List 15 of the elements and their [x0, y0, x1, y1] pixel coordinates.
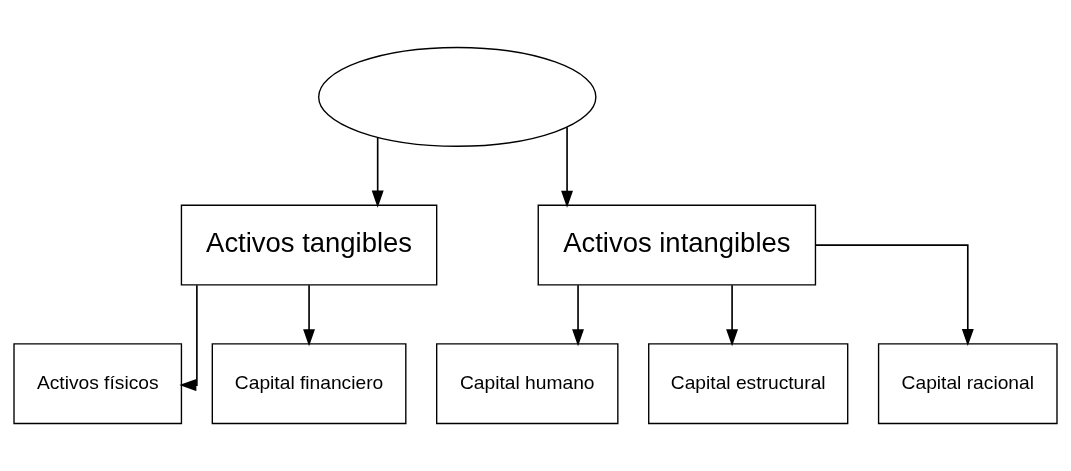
node-ellipse: [318, 46, 597, 147]
arrow: [814, 244, 974, 347]
arrow: [561, 126, 574, 208]
arrow: [371, 136, 384, 208]
arrow: [572, 284, 584, 347]
arrow: [303, 284, 316, 347]
node-box: Activos tangibles: [180, 204, 438, 286]
node-box: Activos intangibles: [537, 204, 817, 286]
arrow: [179, 284, 198, 392]
arrow: [726, 284, 739, 347]
node-box: Capital financiero: [211, 343, 407, 425]
node-box: Activos físicos: [13, 343, 183, 425]
node-box: Capital humano: [436, 343, 619, 425]
node-box: Capital racional: [877, 343, 1058, 425]
node-box: Capital estructural: [648, 343, 849, 425]
